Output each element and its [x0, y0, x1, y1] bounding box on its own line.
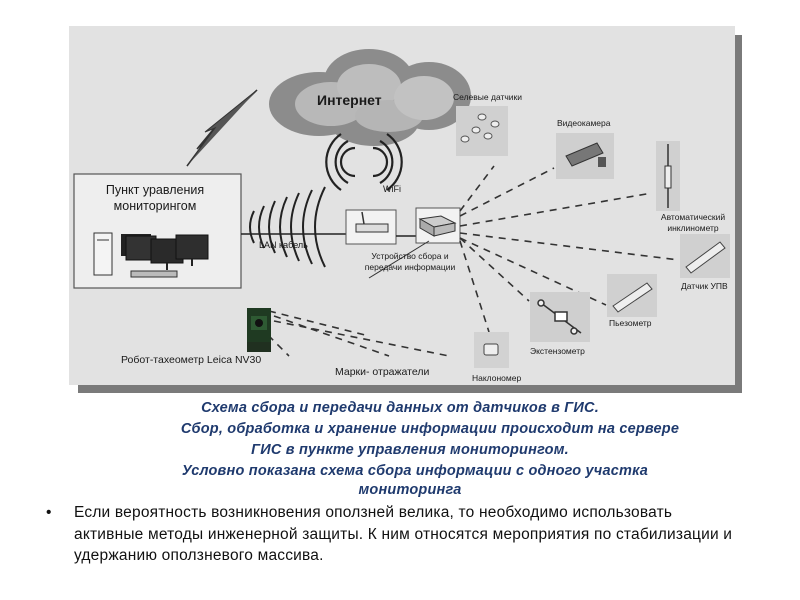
tiltmeter-label: Наклономер: [472, 373, 522, 383]
device-label: Устройство сбора и передачи информации: [364, 251, 456, 272]
mudflow-sensors-label: Селевые датчики: [453, 92, 523, 102]
caption-line-3: ГИС в пункте управления мониторингом.: [251, 442, 569, 458]
extensometer-icon: [537, 299, 582, 335]
upv-sensor-label: Датчик УПВ: [681, 281, 728, 291]
inclinometer-icon: [664, 144, 672, 208]
wifi-label: WiFi: [383, 184, 401, 194]
extensometer-label: Экстензометр: [530, 346, 585, 356]
caption-line-5: мониторинга: [358, 482, 462, 498]
markers-label: Марки- отражатели: [335, 366, 430, 378]
router-icon: [355, 211, 389, 233]
internet-cloud: [269, 49, 471, 146]
total-station-icon: [247, 308, 271, 352]
control-point-label: Пункт уравления мониторингом: [105, 183, 205, 213]
bullet-text: Если вероятность возникновения оползней …: [74, 504, 733, 564]
diagram-drawing: [73, 49, 730, 368]
videocamera-label: Видеокамера: [557, 118, 611, 128]
piezometer-icon: [612, 282, 653, 313]
sensor-links: [258, 165, 680, 357]
computer-icon: [93, 232, 209, 278]
piezometer-label: Пьезометр: [609, 318, 652, 328]
lan-label: LAN кабель: [259, 240, 308, 250]
radio-waves: [249, 186, 326, 268]
bullet-marker: •: [46, 504, 52, 521]
mudflow-sensors-icon: [460, 113, 500, 143]
tiltmeter-icon: [483, 343, 499, 356]
inclinometer-label: Автоматический инклинометр: [660, 212, 726, 233]
upv-sensor-icon: [685, 241, 726, 274]
caption-line-2: Сбор, обработка и хранение информации пр…: [180, 421, 680, 437]
robot-label: Робот-тахеометр Leica NV30: [121, 354, 262, 366]
device-icon: [418, 215, 457, 237]
internet-label: Интернет: [317, 92, 382, 108]
caption-line-4: Условно показана схема сбора информации …: [181, 463, 649, 479]
caption-line-1: Схема сбора и передачи данных от датчико…: [201, 400, 599, 416]
diagram-figure: Интернет Пункт уравления мониторингом Wi…: [69, 26, 735, 385]
videocamera-icon: [565, 142, 606, 167]
wifi-icon: [325, 133, 403, 191]
